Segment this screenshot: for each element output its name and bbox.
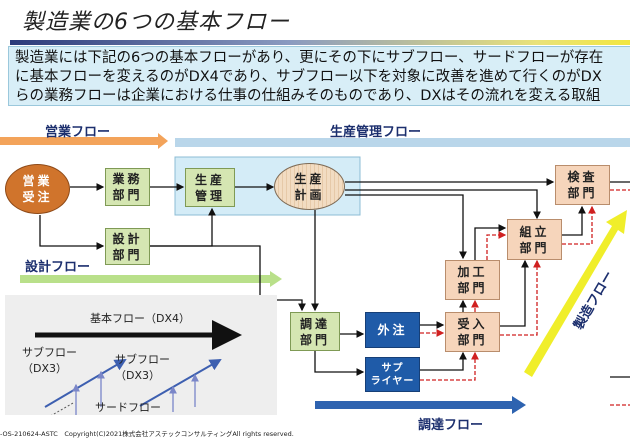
design-flow-label: 設計フロー — [25, 260, 91, 275]
intro-line: 製造業には下記の6つの基本フローがあり、更にその下にサブフロー、サードフローが存… — [15, 50, 604, 66]
supplier-node: サプ ライヤー — [365, 357, 420, 392]
assembly-dept-node: 組立 部門 — [507, 219, 562, 260]
page-title: 製造業の6つの基本フロー — [22, 10, 290, 35]
outsource-node: 外注 — [365, 312, 420, 348]
inset-arrows — [35, 320, 242, 415]
flow-hierarchy-inset: 基本フロー（DX4） サブフロー （DX3） サブフロー （DX3） サードフロ… — [5, 295, 277, 415]
copyright-footer: -OS-210624-ASTC Copyright(C)2021株式会社アステッ… — [0, 430, 294, 438]
sales-flow-label: 営業フロー — [45, 125, 111, 140]
title-underline — [10, 40, 630, 45]
production-flow-arrow — [175, 138, 630, 147]
intro-line: らの業務フローは企業における仕事の仕組みそのものであり、DXはその流れを変える取… — [15, 88, 601, 104]
sub-flow-label: サブフロー （DX3） — [22, 346, 77, 375]
manufacturing-flow-arrow — [524, 210, 627, 377]
processing-dept-node: 加工 部門 — [445, 260, 500, 300]
receiving-dept-node: 受入 部門 — [445, 312, 500, 352]
production-plan-node: 生産 計画 — [274, 163, 345, 210]
procurement-flow-arrow — [315, 396, 526, 414]
design-dept-node: 設計 部門 — [105, 228, 150, 265]
sub-flow-label: サブフロー （DX3） — [115, 353, 170, 382]
inspection-dept-node: 検査 部門 — [555, 165, 610, 205]
procurement-dept-node: 調達 部門 — [290, 312, 340, 351]
production-mgmt-node: 生産 管理 — [185, 168, 235, 207]
sales-order-node: 営業 受注 — [5, 164, 70, 214]
production-flow-label: 生産管理フロー — [330, 125, 422, 140]
third-flow-label: サードフロー — [95, 401, 161, 414]
design-flow-arrow — [20, 271, 282, 287]
procurement-flow-label: 調達フロー — [418, 418, 484, 433]
sales-flow-arrow — [0, 133, 168, 149]
basic-flow-label: 基本フロー（DX4） — [90, 312, 191, 325]
business-dept-node: 業務 部門 — [105, 168, 150, 206]
intro-line: に基本フローを変えるのがDX4であり、サブフロー以下を対象に改善を進めて行くのが… — [15, 69, 602, 85]
intro-text: 製造業には下記の6つの基本フローがあり、更にその下にサブフロー、サードフローが存… — [8, 46, 630, 106]
